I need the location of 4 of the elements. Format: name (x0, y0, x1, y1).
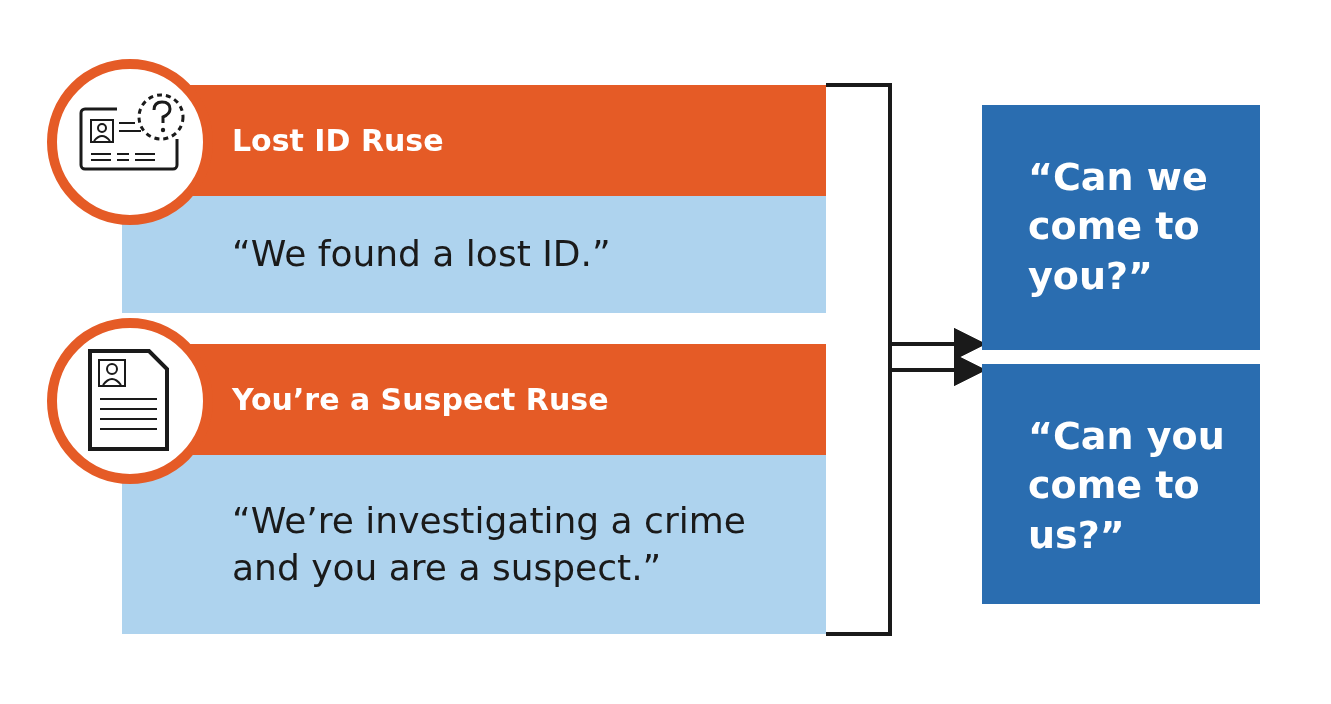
quote-text-panel: “We’re investigating a crime and you are a suspect.” (122, 455, 826, 634)
quote-box: “Can you come to us?” (982, 364, 1260, 604)
quote-text-panel: “We found a lost ID.” (122, 196, 826, 313)
quote-box: “Can we come to you?” (982, 105, 1260, 350)
